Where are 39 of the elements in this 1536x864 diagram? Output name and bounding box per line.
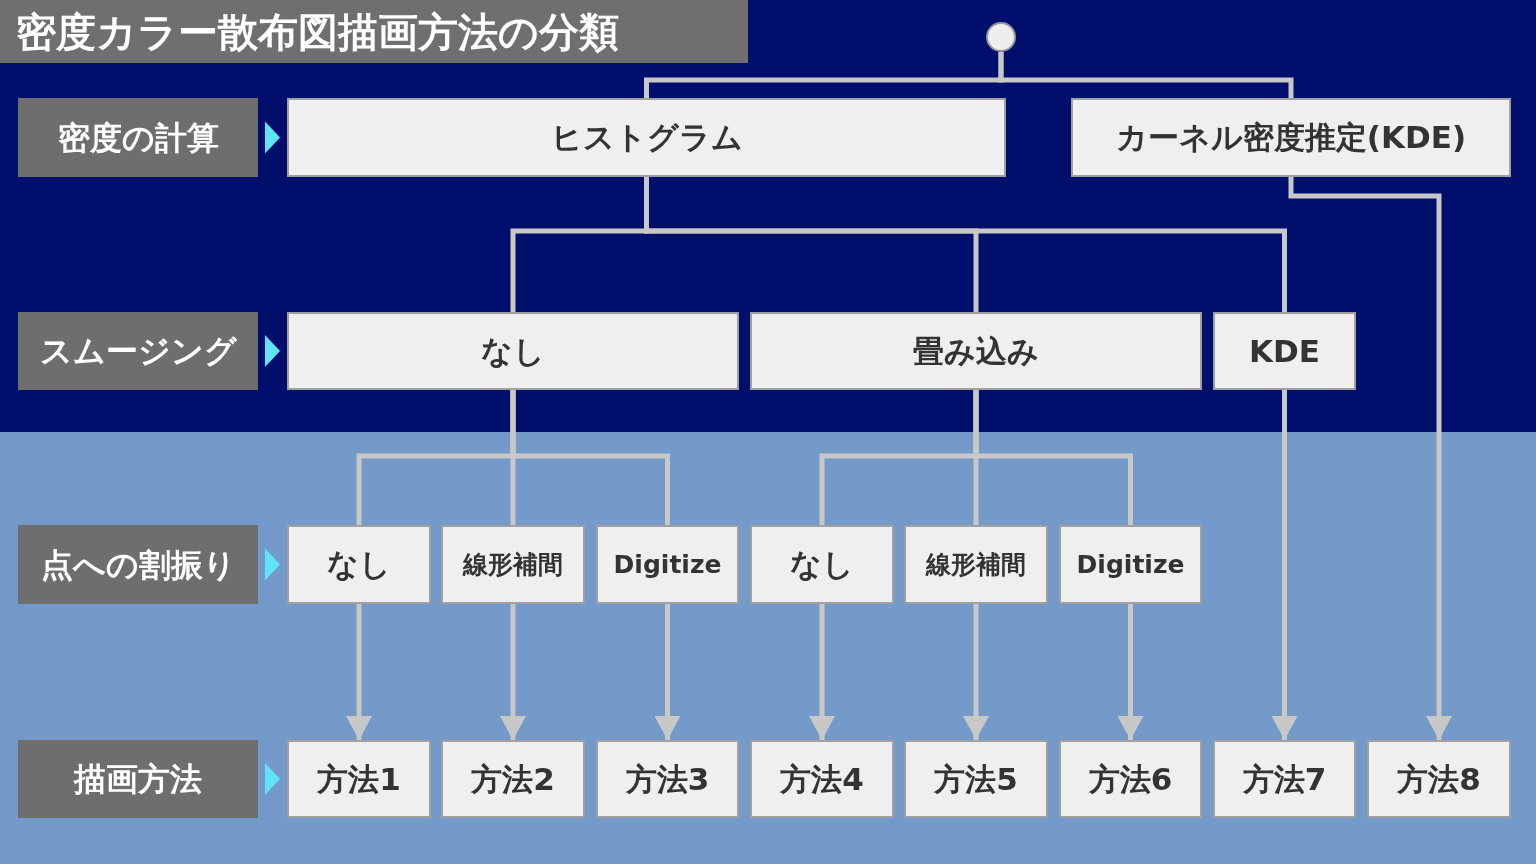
- row-header: スムージング: [18, 312, 258, 390]
- category-box: 方法7: [1213, 740, 1356, 818]
- category-box: Digitize: [596, 525, 739, 604]
- chevron-arrow: [265, 763, 280, 795]
- category-box: 方法1: [287, 740, 431, 818]
- connector: [654, 604, 681, 740]
- chevron-arrow: [265, 548, 280, 581]
- category-box: 方法8: [1367, 740, 1511, 818]
- title-bar: 密度カラー散布図描画方法の分類: [0, 0, 748, 63]
- category-box: なし: [750, 525, 894, 604]
- chevron-arrow: [265, 121, 280, 154]
- category-box: 線形補間: [441, 525, 585, 604]
- connector: [998, 52, 1294, 98]
- category-box: 線形補間: [904, 525, 1048, 604]
- category-box: KDE: [1213, 312, 1356, 390]
- category-box: 方法4: [750, 740, 894, 818]
- chevron-arrow: [265, 335, 280, 367]
- connector: [1117, 604, 1144, 740]
- category-box: 方法2: [441, 740, 585, 818]
- category-box: カーネル密度推定(KDE): [1071, 98, 1511, 177]
- connector: [1271, 390, 1298, 740]
- category-box: 方法3: [596, 740, 739, 818]
- category-box: ヒストグラム: [287, 98, 1006, 177]
- connector: [346, 604, 372, 740]
- connector: [973, 390, 1133, 525]
- row-header: 点への割振り: [18, 525, 258, 604]
- category-box: なし: [287, 312, 739, 390]
- connector: [510, 390, 670, 525]
- connector: [500, 604, 526, 740]
- category-box: 畳み込み: [750, 312, 1202, 390]
- category-box: 方法6: [1059, 740, 1202, 818]
- category-box: Digitize: [1059, 525, 1202, 604]
- connector: [809, 604, 835, 740]
- connector: [963, 604, 989, 740]
- category-box: なし: [287, 525, 431, 604]
- connector: [1288, 177, 1452, 740]
- row-header: 描画方法: [18, 740, 258, 818]
- category-box: 方法5: [904, 740, 1048, 818]
- row-header: 密度の計算: [18, 98, 258, 177]
